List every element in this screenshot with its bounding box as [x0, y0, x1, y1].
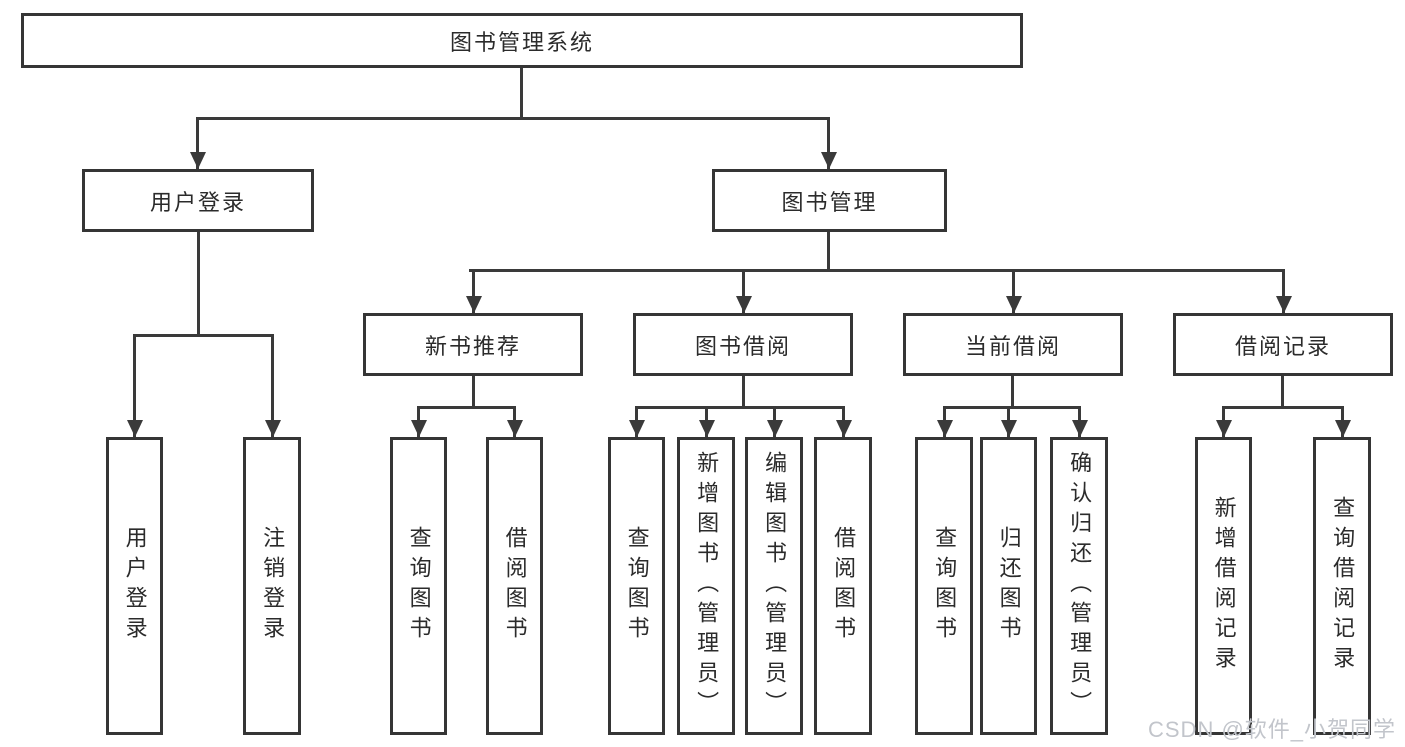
connector-arrow-bb-query [628, 406, 645, 437]
node-current-borrow-label: 当前借阅 [964, 333, 1061, 359]
leaf-nb-query-books-label: 查询图书 [406, 526, 432, 646]
leaf-br-add-record: 新增借阅记录 [1195, 437, 1252, 735]
connector-arrow-cb-confirm [1071, 406, 1088, 437]
connector-book-borrow-split [635, 406, 844, 409]
connector-arrow-login [126, 334, 143, 437]
leaf-user-login: 用户登录 [106, 437, 163, 735]
connector-current-borrow-split [943, 406, 1080, 409]
csdn-watermark: CSDN @软件_小贺同学 [1148, 717, 1397, 742]
connector-arrow-bb-edit [766, 406, 783, 437]
leaf-cb-query-books-label: 查询图书 [932, 526, 958, 646]
connector-root-stem [520, 66, 523, 120]
leaf-cb-return-books-label: 归还图书 [996, 526, 1022, 646]
connector-arrow-book-mgmt [820, 117, 837, 169]
node-current-borrow: 当前借阅 [903, 313, 1123, 376]
leaf-cb-return-books: 归还图书 [980, 437, 1037, 735]
leaf-logout-label: 注销登录 [260, 526, 286, 646]
leaf-bb-borrow-books: 借阅图书 [814, 437, 872, 735]
connector-arrow-borrow-record [1275, 269, 1292, 313]
leaf-user-login-label: 用户登录 [122, 526, 148, 646]
connector-user-login-split [133, 334, 274, 337]
leaf-bb-query-books: 查询图书 [608, 437, 665, 735]
node-book-mgmt-label: 图书管理 [781, 189, 878, 215]
connector-arrow-nb-borrow [506, 406, 523, 437]
connector-arrow-bb-add [698, 406, 715, 437]
leaf-bb-edit-books-label: 编辑图书（管理员） [762, 451, 788, 721]
leaf-bb-borrow-books-label: 借阅图书 [831, 526, 857, 646]
connector-new-book-split [417, 406, 516, 409]
leaf-logout: 注销登录 [243, 437, 301, 735]
connector-book-mgmt-stem [827, 232, 830, 272]
leaf-br-add-record-label: 新增借阅记录 [1211, 496, 1237, 676]
connector-user-login-stem [197, 232, 200, 337]
connector-arrow-new-book [465, 269, 482, 313]
leaf-cb-confirm-return: 确认归还（管理员） [1050, 437, 1108, 735]
connector-arrow-current-borrow [1005, 269, 1022, 313]
connector-arrow-logout [264, 334, 281, 437]
node-book-borrow-label: 图书借阅 [694, 333, 791, 359]
leaf-cb-confirm-return-label: 确认归还（管理员） [1067, 451, 1093, 721]
node-user-login: 用户登录 [82, 169, 314, 232]
node-user-login-label: 用户登录 [149, 189, 246, 215]
leaf-nb-borrow-books: 借阅图书 [486, 437, 543, 735]
connector-arrow-nb-query [410, 406, 427, 437]
connector-new-book-stem [472, 376, 475, 409]
connector-borrow-record-split [1222, 406, 1344, 409]
connector-root-split [196, 117, 830, 120]
leaf-bb-add-books: 新增图书（管理员） [677, 437, 735, 735]
leaf-br-query-record: 查询借阅记录 [1313, 437, 1371, 735]
node-borrow-record: 借阅记录 [1173, 313, 1393, 376]
connector-arrow-book-borrow [735, 269, 752, 313]
connector-arrow-cb-return [1000, 406, 1017, 437]
connector-arrow-user-login [189, 117, 206, 169]
node-root: 图书管理系统 [21, 13, 1023, 68]
leaf-bb-edit-books: 编辑图书（管理员） [745, 437, 803, 735]
connector-arrow-br-query [1334, 406, 1351, 437]
node-root-label: 图书管理系统 [449, 29, 594, 55]
leaf-br-query-record-label: 查询借阅记录 [1330, 496, 1356, 676]
leaf-nb-borrow-books-label: 借阅图书 [502, 526, 528, 646]
connector-current-borrow-stem [1011, 376, 1014, 409]
connector-arrow-br-add [1215, 406, 1232, 437]
node-new-book-rec-label: 新书推荐 [424, 333, 521, 359]
node-borrow-record-label: 借阅记录 [1234, 333, 1331, 359]
leaf-cb-query-books: 查询图书 [915, 437, 973, 735]
node-book-borrow: 图书借阅 [633, 313, 853, 376]
node-book-mgmt: 图书管理 [712, 169, 947, 232]
leaf-nb-query-books: 查询图书 [390, 437, 447, 735]
connector-arrow-cb-query [936, 406, 953, 437]
leaf-bb-add-books-label: 新增图书（管理员） [694, 451, 720, 721]
connector-book-borrow-stem [742, 376, 745, 409]
leaf-bb-query-books-label: 查询图书 [624, 526, 650, 646]
connector-book-mgmt-split [469, 269, 1284, 272]
node-new-book-rec: 新书推荐 [363, 313, 583, 376]
connector-arrow-bb-borrow [835, 406, 852, 437]
connector-borrow-record-stem [1281, 376, 1284, 409]
